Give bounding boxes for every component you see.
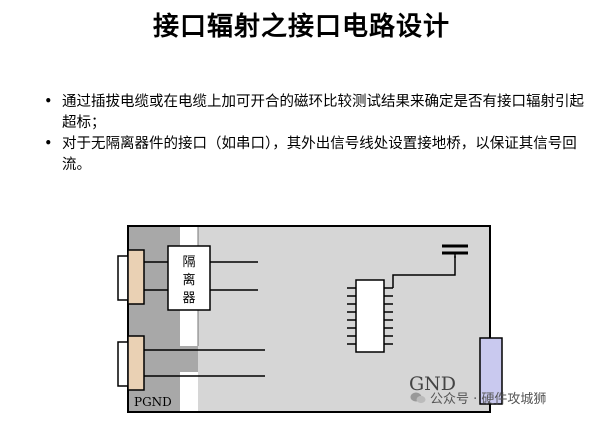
gnd-label: GND (409, 373, 456, 395)
connector-bottom (117, 341, 129, 387)
page-title: 接口辐射之接口电路设计 (152, 12, 450, 42)
ic-chip (355, 279, 385, 353)
ground-bridge (180, 346, 198, 372)
connector-top (117, 255, 129, 301)
connector-right (479, 337, 503, 405)
bullet-item: • 对于无隔离器件的接口（如串口），其外出信号线处设置接地桥，以保证其信号回流。 (44, 134, 584, 176)
ic-pins-left (347, 287, 356, 345)
bullet-item: • 通过插拔电缆或在电缆上加可开合的磁环比较测试结果来确定是否有接口辐射引起超标… (44, 92, 584, 134)
bullet-dot: • (44, 136, 53, 152)
bullet-text: 对于无隔离器件的接口（如串口），其外出信号线处设置接地桥，以保证其信号回流。 (62, 136, 577, 173)
wechat-icon (410, 392, 426, 404)
isolation-gap-bottom (180, 372, 198, 411)
isolator-label-1: 隔 (182, 255, 195, 270)
pgnd-label: PGND (134, 395, 172, 409)
power-trace (392, 256, 456, 288)
isolator-label-3: 器 (182, 291, 195, 306)
bullet-list: • 通过插拔电缆或在电缆上加可开合的磁环比较测试结果来确定是否有接口辐射引起超标… (44, 92, 584, 176)
isolator-label-2: 离 (182, 272, 195, 288)
watermark-text: 公众号 · 硬件攻城狮 (430, 392, 547, 407)
connector-bottom-body (127, 335, 145, 391)
bullet-dot: • (44, 94, 53, 110)
connector-top-body (127, 249, 145, 305)
bullet-text: 通过插拔电缆或在电缆上加可开合的磁环比较测试结果来确定是否有接口辐射引起超标； (62, 94, 584, 131)
isolator-box (167, 245, 211, 311)
ic-pins-right (384, 287, 393, 345)
watermark: 公众号 · 硬件攻城狮 (410, 388, 546, 407)
